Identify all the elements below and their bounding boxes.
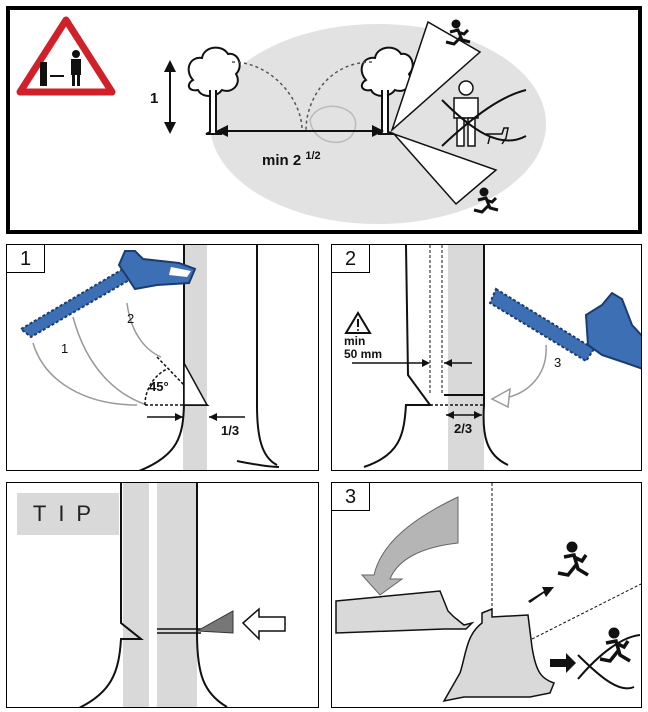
trunk-outline bbox=[363, 245, 432, 468]
angle-line bbox=[156, 356, 185, 386]
cut-arc bbox=[126, 302, 162, 358]
trunk-outline bbox=[78, 483, 144, 707]
tip-title: TIP bbox=[17, 493, 119, 535]
trunk-outline bbox=[482, 245, 509, 466]
tree-trunk bbox=[157, 483, 197, 707]
step-1-panel: 1 1 2 45° 1/3 bbox=[6, 244, 319, 471]
felling-wedge bbox=[195, 610, 234, 634]
tip-illustration bbox=[78, 483, 286, 707]
trunk-outline bbox=[236, 245, 280, 468]
escape-arrow-icon bbox=[528, 587, 554, 603]
warning-icon bbox=[344, 311, 372, 334]
safety-distance-value: min 2 bbox=[262, 152, 302, 169]
step-1-illustration bbox=[19, 245, 280, 470]
fall-arc bbox=[305, 61, 373, 131]
depth-arrow bbox=[175, 413, 183, 421]
tree-trunk bbox=[448, 245, 484, 470]
safety-distance-illustration bbox=[16, 16, 546, 224]
tree-trunk bbox=[123, 483, 149, 707]
chainsaw-icon bbox=[19, 250, 197, 339]
tree-height-arrow bbox=[164, 60, 176, 134]
tip-panel: TIP bbox=[6, 482, 319, 708]
fall-arc bbox=[231, 61, 303, 131]
warning-sign-icon bbox=[16, 16, 116, 96]
step-3-panel: 3 bbox=[331, 482, 642, 708]
trunk-outline bbox=[196, 483, 228, 707]
step-2-panel: 2 min 50 mm 3 2/3 bbox=[331, 244, 642, 471]
cut-label-2: 2 bbox=[127, 311, 135, 326]
step-number: 3 bbox=[332, 483, 370, 511]
distance-arrow bbox=[216, 125, 384, 137]
falling-log bbox=[335, 590, 475, 634]
running-person-icon bbox=[445, 19, 471, 46]
step-2-illustration bbox=[344, 245, 641, 470]
safety-distance-fraction: 1/2 bbox=[305, 150, 321, 162]
no-bystanders-icon bbox=[441, 80, 527, 147]
cut-arc bbox=[72, 316, 148, 406]
hinge-label: min 50 mm bbox=[344, 335, 382, 361]
step-3-illustration bbox=[335, 483, 641, 703]
depth-fraction-label: 2/3 bbox=[454, 421, 473, 436]
cut-label-1: 1 bbox=[61, 341, 69, 356]
tree-icon bbox=[187, 46, 241, 135]
running-person-icon bbox=[473, 187, 499, 214]
cut-label-3: 3 bbox=[554, 355, 562, 370]
angle-label: 45° bbox=[149, 379, 169, 394]
depth-arrow bbox=[209, 413, 217, 421]
fall-direction-arrow bbox=[360, 496, 459, 596]
escape-route-arrow bbox=[390, 20, 482, 133]
depth-fraction-label: 1/3 bbox=[221, 423, 240, 438]
tree-icon bbox=[360, 46, 414, 135]
push-arrow-icon bbox=[241, 607, 286, 641]
tree-stump bbox=[442, 607, 555, 703]
chainsaw-icon bbox=[488, 287, 641, 370]
safety-distance-panel: 1 min 2 1/2 bbox=[6, 6, 642, 234]
running-person-icon bbox=[557, 541, 589, 577]
step-number: 2 bbox=[332, 245, 370, 273]
safety-distance-label: min 2 1/2 bbox=[262, 150, 321, 169]
hinge-label-line1: min bbox=[344, 334, 366, 348]
notch-cut bbox=[183, 362, 209, 406]
escape-route-arrow bbox=[391, 132, 498, 206]
step-number: 1 bbox=[7, 245, 45, 273]
hinge-label-line2: 50 mm bbox=[344, 347, 383, 361]
angle-arc bbox=[144, 368, 168, 406]
no-entry-person-icon bbox=[577, 627, 641, 690]
cut-arc bbox=[32, 342, 138, 406]
direction-arrow-icon bbox=[550, 653, 576, 673]
tree-height-label: 1 bbox=[150, 90, 159, 107]
